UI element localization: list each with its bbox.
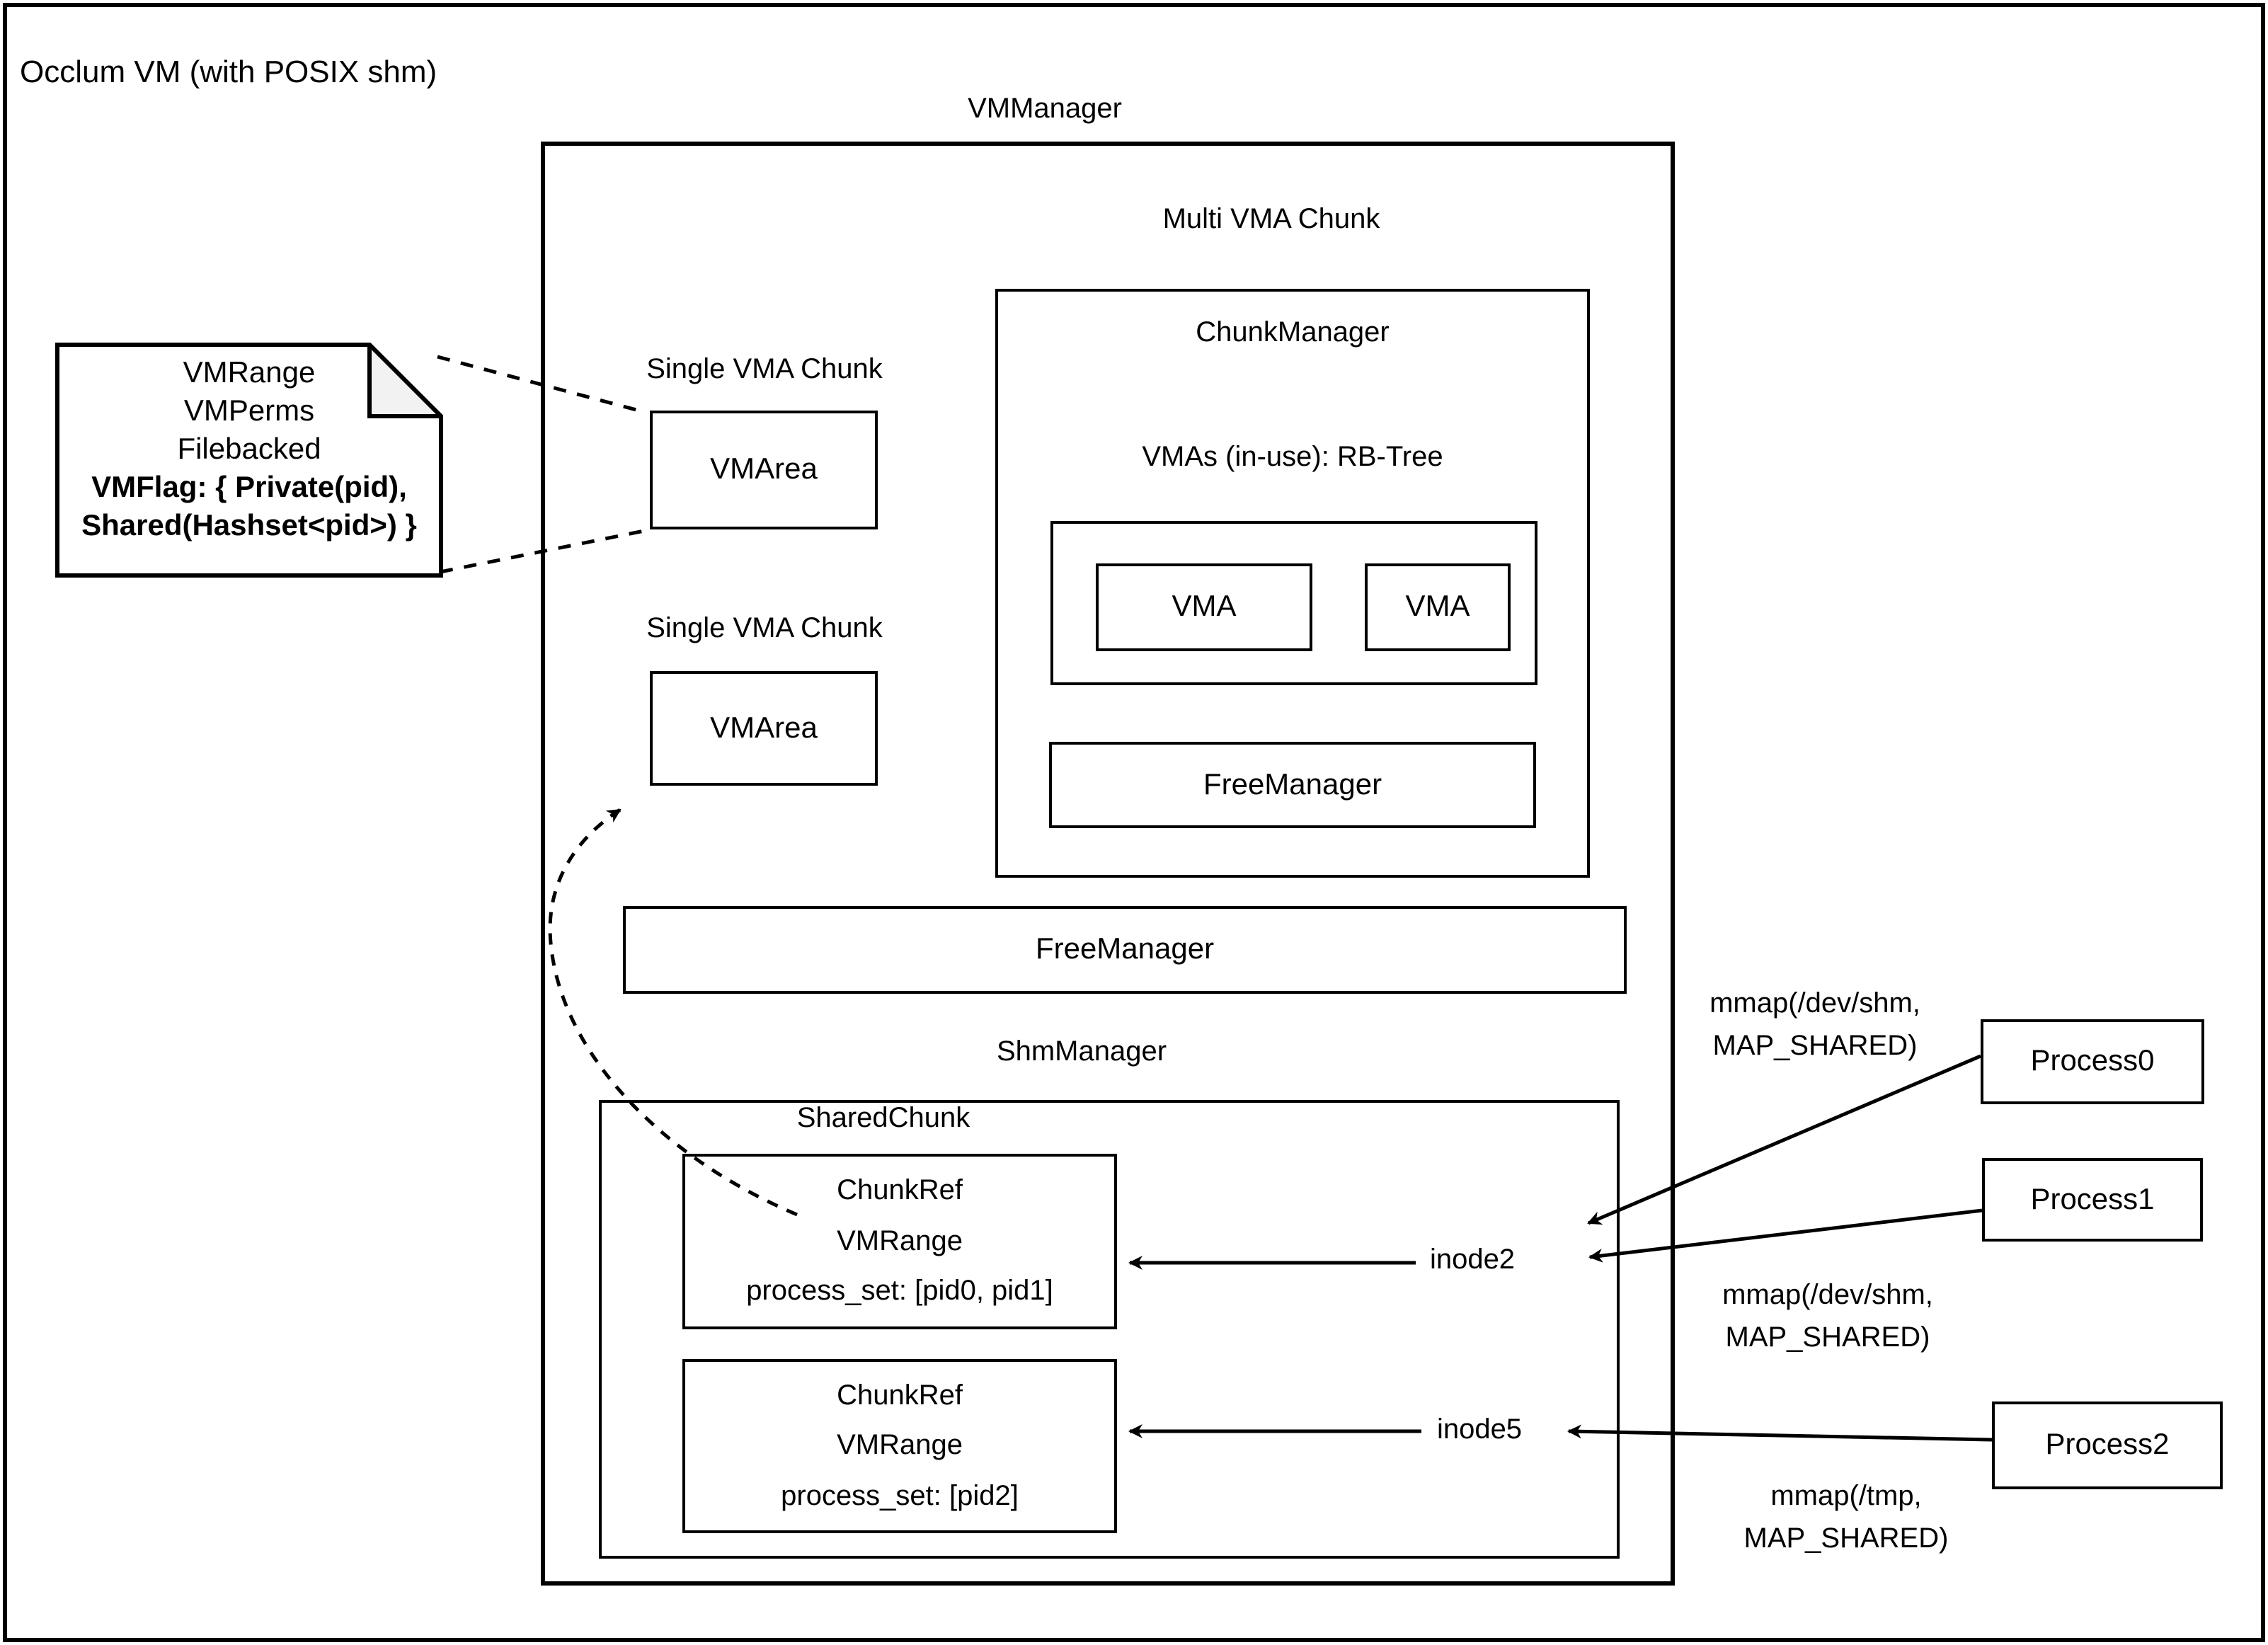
mmap3-line-2: MAP_SHARED): [1743, 1523, 1949, 1554]
mmap2-line-2: MAP_SHARED): [1725, 1322, 1930, 1353]
mmap2-line-1: mmap(/dev/shm,: [1722, 1280, 1933, 1311]
mmap1-line-1: mmap(/dev/shm,: [1709, 988, 1920, 1019]
sharedchunk-box: [599, 1100, 1620, 1559]
mmap1-line-2: MAP_SHARED): [1712, 1031, 1918, 1062]
mmap-label-3: mmap(/tmp, MAP_SHARED): [1689, 1475, 2003, 1560]
vma-box-1: VMA: [1096, 563, 1312, 651]
chunkref-box-2: ChunkRef VMRange process_set: [pid2]: [682, 1359, 1117, 1533]
chunkref1-line-3: process_set: [pid0, pid1]: [746, 1276, 1053, 1307]
chunkref2-line-1: ChunkRef: [837, 1380, 963, 1411]
vmarea-box-1: VMArea: [650, 411, 878, 529]
single-vma-chunk-label-1: Single VMA Chunk: [646, 354, 883, 385]
chunkref-box-1: ChunkRef VMRange process_set: [pid0, pid…: [682, 1154, 1117, 1329]
page-title: Occlum VM (with POSIX shm): [20, 54, 437, 89]
vmas-in-use-label: VMAs (in-use): RB-Tree: [1142, 442, 1443, 473]
note-line-5: Shared(Hashset<pid>) }: [81, 510, 417, 542]
multi-vma-chunk-label: Multi VMA Chunk: [1162, 204, 1380, 235]
note-line-1: VMRange: [183, 357, 316, 389]
note-box: VMRange VMPerms Filebacked VMFlag: { Pri…: [55, 339, 447, 578]
vma-label-2: VMA: [1405, 590, 1470, 623]
note-shape: [55, 339, 447, 578]
freemanager-wide-label: FreeManager: [1035, 933, 1215, 965]
vmmanager-box: [541, 142, 1675, 1586]
process2-label: Process2: [2045, 1428, 2170, 1461]
vmarea-label-1: VMArea: [710, 453, 818, 486]
freemanager-wide-box: FreeManager: [623, 906, 1627, 994]
chunkref2-line-3: process_set: [pid2]: [781, 1480, 1019, 1511]
note-fold: [367, 339, 447, 418]
inode5-label: inode5: [1436, 1414, 1523, 1445]
note-line-4: VMFlag: { Private(pid),: [91, 471, 407, 504]
vma-label-1: VMA: [1172, 590, 1237, 623]
process1-label: Process1: [2030, 1183, 2155, 1215]
freemanager-inner-label: FreeManager: [1203, 768, 1382, 801]
single-vma-chunk-label-2: Single VMA Chunk: [646, 613, 883, 644]
note-text: VMRange VMPerms Filebacked VMFlag: { Pri…: [55, 354, 443, 545]
note-line-2: VMPerms: [183, 395, 315, 428]
chunkref2-line-2: VMRange: [837, 1430, 963, 1461]
rb-tree-box: [1050, 521, 1537, 685]
chunkref1-line-1: ChunkRef: [837, 1174, 963, 1206]
process0-box: Process0: [1981, 1019, 2204, 1104]
vmmanager-label: VMManager: [968, 93, 1122, 125]
mmap3-line-1: mmap(/tmp,: [1770, 1481, 1922, 1512]
process1-box: Process1: [1982, 1158, 2203, 1242]
outer-border: [3, 3, 2265, 1642]
chunkref1-line-2: VMRange: [837, 1225, 963, 1256]
vmarea-label-2: VMArea: [710, 711, 818, 744]
vma-box-2: VMA: [1365, 563, 1511, 651]
shmmanager-label: ShmManager: [996, 1036, 1167, 1067]
vmarea-box-2: VMArea: [650, 671, 878, 786]
chunkmanager-box: [995, 289, 1590, 878]
chunkmanager-label: ChunkManager: [1196, 317, 1390, 348]
inode2-label: inode2: [1429, 1244, 1516, 1276]
note-line-3: Filebacked: [177, 433, 321, 466]
mmap-label-2: mmap(/dev/shm, MAP_SHARED): [1671, 1274, 1985, 1359]
mmap-label-1: mmap(/dev/shm, MAP_SHARED): [1658, 982, 1972, 1067]
sharedchunk-label: SharedChunk: [796, 1103, 970, 1134]
process0-label: Process0: [2030, 1045, 2155, 1077]
freemanager-inner-box: FreeManager: [1049, 742, 1536, 828]
process2-box: Process2: [1992, 1402, 2223, 1489]
